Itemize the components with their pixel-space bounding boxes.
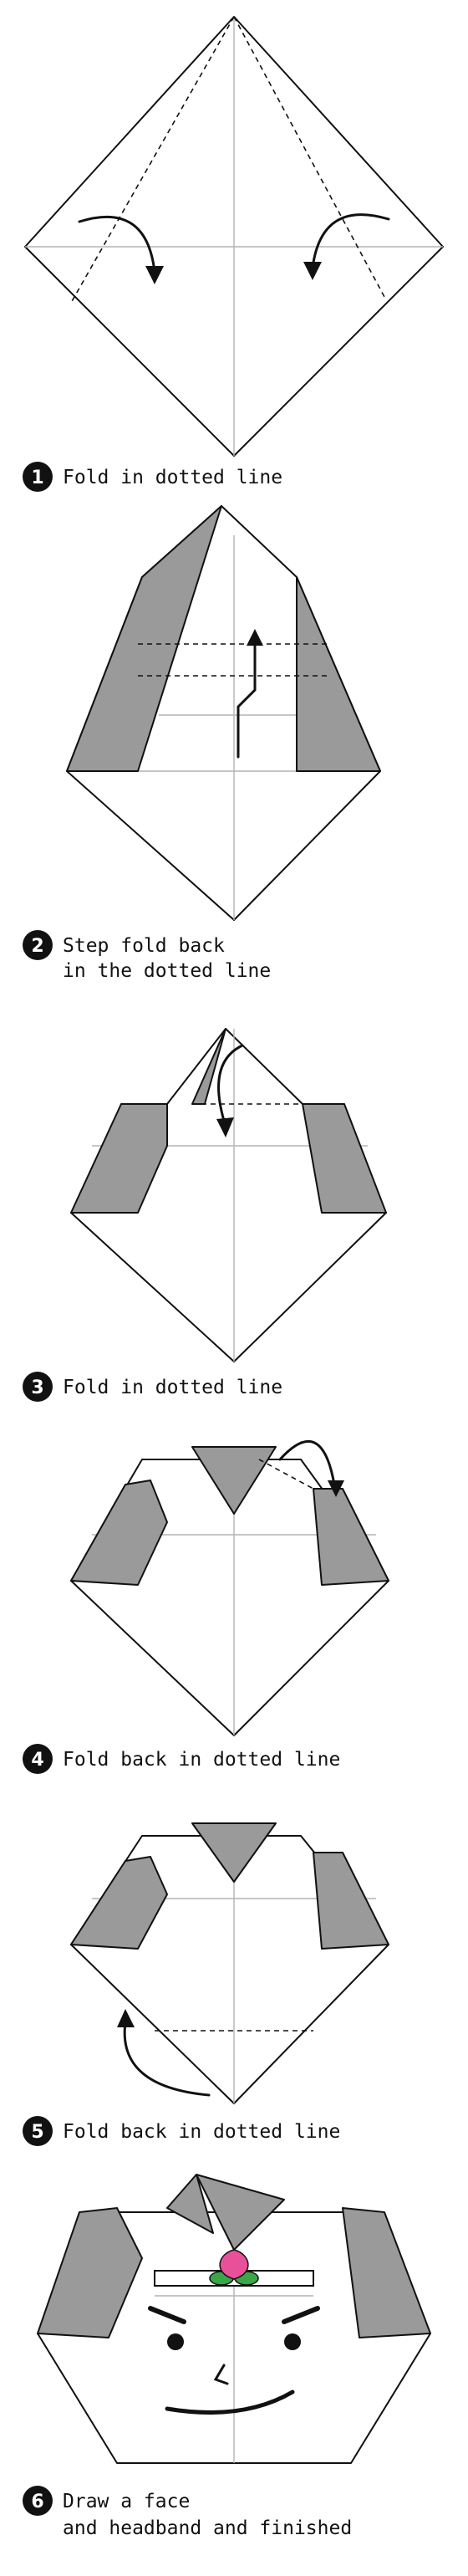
step-2-badge: [23, 930, 53, 960]
peach-emblem: [209, 2249, 259, 2286]
step-4-badge: [23, 1744, 53, 1774]
step-5-badge: [23, 2116, 53, 2146]
step-4-caption: 4 Fold back in dotted line: [23, 1744, 340, 1774]
step-1-text: Fold in dotted line: [63, 467, 282, 488]
step-3-text: Fold in dotted line: [63, 1377, 282, 1398]
step-3-caption: 3 Fold in dotted line: [23, 1372, 282, 1402]
face: [148, 2306, 320, 2415]
step-1-figure: [24, 16, 444, 457]
step-2-number: 2: [31, 936, 43, 957]
step-3-figure: [70, 1028, 387, 1362]
step-2-caption: 2 Step fold back in the dotted line: [23, 930, 271, 982]
step-6-text-line-2: and headband and finished: [63, 2517, 352, 2539]
step-1-number: 1: [31, 468, 43, 488]
step-6-number: 6: [31, 2492, 43, 2512]
step-4-text: Fold back in dotted line: [63, 1749, 340, 1771]
step-6-text-line-1: Draw a face: [63, 2491, 190, 2512]
step-2-text-line-2: in the dotted line: [63, 960, 271, 982]
step-2-text-line-1: Step fold back: [63, 935, 225, 957]
step-6-caption: 6 Draw a face and headband and finished: [23, 2486, 352, 2539]
step-1-caption: 1 Fold in dotted line: [23, 462, 282, 492]
step-5-figure: [70, 1822, 389, 2104]
step-4-number: 4: [31, 1750, 43, 1771]
step-6-figure: [37, 2174, 431, 2464]
step-2-figure: [66, 505, 381, 921]
step-4-figure: [70, 1439, 389, 1736]
step-1-badge: [23, 462, 53, 492]
step-5-caption: 5 Fold back in dotted line: [23, 2116, 340, 2146]
step-5-text: Fold back in dotted line: [63, 2121, 340, 2143]
step-3-badge: [23, 1372, 53, 1402]
step-3-number: 3: [31, 1377, 43, 1398]
step-6-badge: [23, 2486, 53, 2516]
step-5-number: 5: [31, 2122, 43, 2143]
